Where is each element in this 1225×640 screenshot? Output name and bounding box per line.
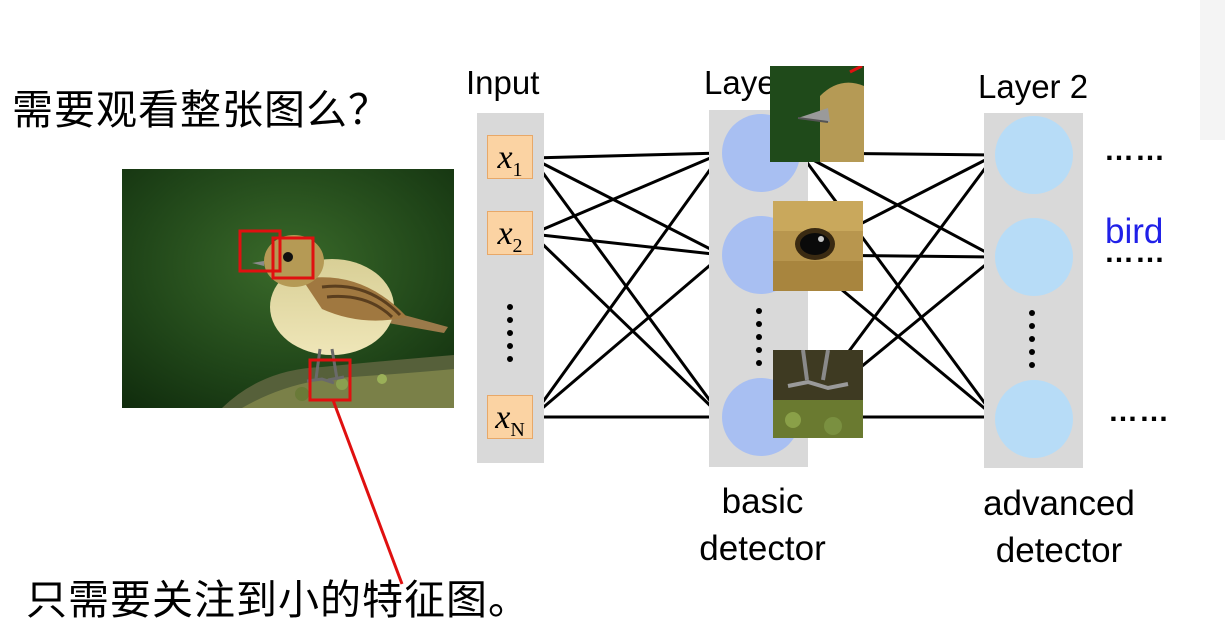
- foot-feature-patch: [773, 350, 863, 438]
- answer-text: 只需要关注到小的特征图。: [26, 576, 530, 624]
- beak-highlight-box: [238, 229, 282, 273]
- output-label-bird: bird: [1105, 212, 1164, 251]
- eye-highlight-box: [271, 236, 315, 280]
- input-x1: x1: [487, 135, 533, 181]
- edge-strip: [1200, 0, 1225, 140]
- output-dots-mid: ……: [1104, 236, 1166, 269]
- layer2-caption-line1: advanced: [983, 484, 1135, 523]
- input-xN: xN: [487, 395, 533, 441]
- eye-feature-patch: [773, 201, 863, 291]
- output-dots-bottom: ……: [1108, 395, 1170, 428]
- layer2-caption: advanced detector: [966, 480, 1152, 574]
- layer2-caption-line2: detector: [995, 531, 1123, 570]
- layer1-caption-line1: basic: [721, 482, 804, 521]
- foot-highlight-box: [308, 358, 352, 402]
- layer2-vertical-ellipsis: [1027, 309, 1037, 376]
- input-x2: x2: [487, 211, 533, 257]
- layer1-caption: basic detector: [680, 478, 845, 572]
- question-text: 需要观看整张图么？: [12, 86, 390, 134]
- layer2-node-2: [995, 218, 1073, 296]
- input-vertical-ellipsis: [505, 303, 515, 370]
- layer1-vertical-ellipsis: [754, 307, 764, 374]
- layer2-node-1: [995, 116, 1073, 194]
- layer2-node-3: [995, 380, 1073, 458]
- beak-feature-patch: [770, 66, 864, 162]
- bird-photo: [122, 169, 454, 408]
- pointer-arrow: [331, 399, 404, 585]
- layer1-caption-line2: detector: [699, 529, 826, 568]
- input-title: Input: [466, 64, 540, 101]
- layer2-title: Layer 2: [978, 68, 1089, 105]
- output-dots-top: ……: [1104, 134, 1166, 167]
